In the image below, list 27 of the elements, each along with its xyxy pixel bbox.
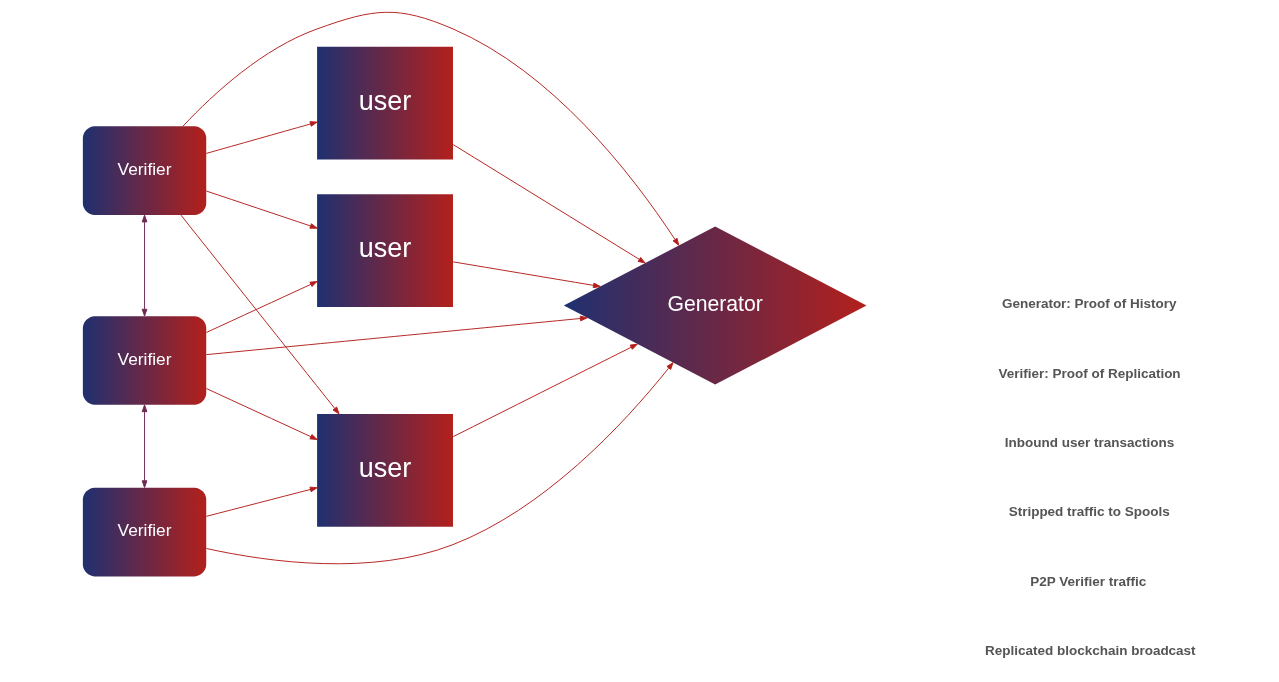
arrow [141,404,148,488]
node-box: user [317,194,453,307]
label: Stripped traffic to Spools [1008,504,1170,520]
node-box: Verifier [82,487,207,577]
arrow [182,11,680,246]
arrow [452,343,638,438]
label: Replicated blockchain broadcast [985,643,1196,659]
arrow [180,214,340,415]
arrow [205,315,588,356]
node-box: user [317,46,453,160]
arrow [141,214,148,317]
node-box: Verifier [82,126,207,215]
node-box: Verifier [82,316,207,405]
arrow [205,281,318,333]
arrow [205,190,318,229]
node-box: user [317,414,453,527]
arrow [452,261,601,289]
arrow [205,388,318,440]
label: Generator: Proof of History [1001,296,1177,312]
arrow [452,144,646,264]
label: P2P Verifier traffic [1030,573,1147,589]
arrow [205,121,318,154]
node-diamond: Generator [563,226,867,385]
arrow [206,362,674,565]
label: Inbound user transactions [1004,434,1175,450]
label: Verifier: Proof of Replication [998,365,1181,381]
arrow [205,486,318,517]
